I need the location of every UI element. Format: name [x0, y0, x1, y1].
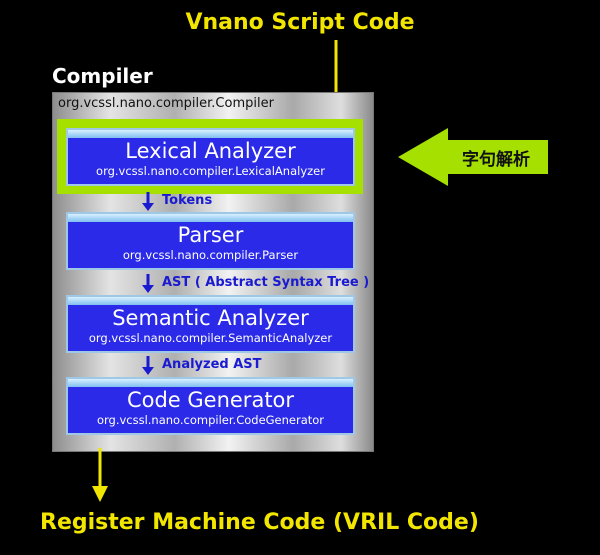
stage-code-generator: Code Generator org.vcssl.nano.compiler.C… — [66, 377, 355, 435]
input-label: Vnano Script Code — [185, 10, 415, 35]
stage-lexical-analyzer: Lexical Analyzer org.vcssl.nano.compiler… — [66, 128, 355, 186]
flow-label: Tokens — [162, 193, 213, 208]
flow-label: Analyzed AST — [162, 357, 262, 372]
stage-semantic-analyzer: Semantic Analyzer org.vcssl.nano.compile… — [66, 295, 355, 353]
stage-class-name: org.vcssl.nano.compiler.Parser — [122, 248, 299, 262]
stage-name: Code Generator — [126, 388, 295, 412]
stage-parser: Parser org.vcssl.nano.compiler.Parser — [66, 212, 355, 270]
stage-class-name: org.vcssl.nano.compiler.CodeGenerator — [96, 413, 325, 427]
compiler-title: Compiler — [52, 64, 153, 88]
down-arrow-icon — [142, 274, 154, 293]
stage-name: Lexical Analyzer — [125, 139, 296, 163]
stage-class-name: org.vcssl.nano.compiler.LexicalAnalyzer — [96, 164, 325, 178]
stage-name: Semantic Analyzer — [112, 306, 309, 330]
flow-label: AST ( Abstract Syntax Tree ) — [162, 275, 370, 290]
down-arrow-icon — [142, 356, 154, 375]
callout-arrow-icon — [398, 128, 548, 186]
output-arrow-icon — [92, 448, 108, 502]
down-arrow-icon — [142, 192, 154, 211]
compiler-class-name: org.vcssl.nano.compiler.Compiler — [58, 96, 274, 111]
callout-label: 字句解析 — [462, 150, 530, 170]
stage-name: Parser — [177, 223, 244, 247]
output-label: Register Machine Code (VRIL Code) — [40, 510, 479, 535]
stage-class-name: org.vcssl.nano.compiler.SemanticAnalyzer — [88, 331, 333, 345]
